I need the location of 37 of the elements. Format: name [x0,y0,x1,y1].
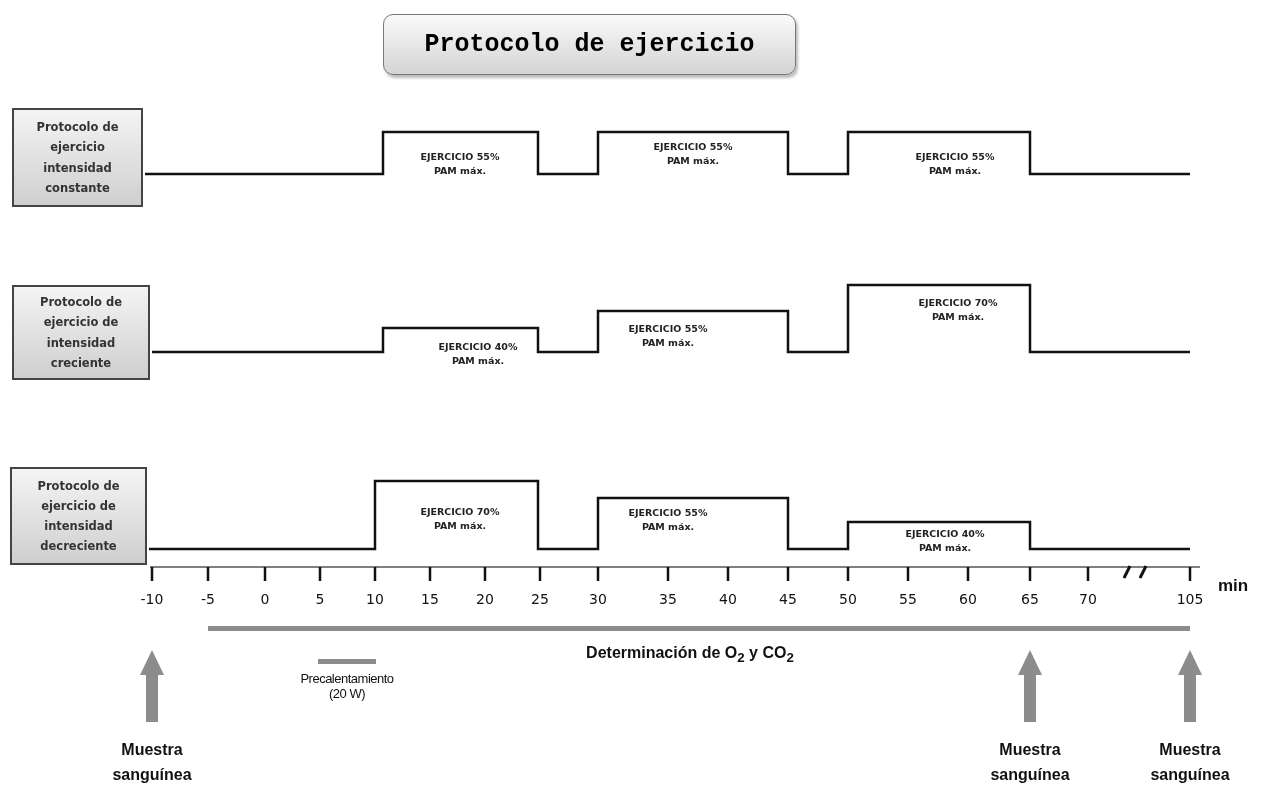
tick-label: 0 [259,591,271,607]
tick-label: 40 [718,591,738,607]
tick-label: 55 [898,591,918,607]
exercise-label: EJERCICIO 55% PAM máx. [915,150,995,178]
exercise-label: EJERCICIO 40% PAM máx. [905,527,985,555]
tick-label: 60 [958,591,978,607]
tick-label: 20 [475,591,495,607]
tick-label: 25 [530,591,550,607]
exercise-label: EJERCICIO 70% PAM máx. [918,296,998,324]
tick-label: 50 [838,591,858,607]
exercise-label: EJERCICIO 55% PAM máx. [628,506,708,534]
exercise-label: EJERCICIO 55% PAM máx. [420,150,500,178]
tick-label: 30 [588,591,608,607]
protocol-box: Protocolo de ejercicio de intensidad decreciente [10,467,147,565]
warmup-label: Precalentamiento (20 W) [299,671,395,701]
exercise-label: EJERCICIO 70% PAM máx. [420,505,500,533]
tick-label: 65 [1020,591,1040,607]
tick-label: -10 [139,591,165,607]
tick-label: 70 [1078,591,1098,607]
sample-label: Muestra sanguínea [111,740,193,785]
exercise-label: EJERCICIO 55% PAM máx. [628,322,708,350]
tick-label: 15 [420,591,440,607]
title-banner: Protocolo de ejercicio [383,14,796,75]
exercise-label: EJERCICIO 40% PAM máx. [438,340,518,368]
exercise-label: EJERCICIO 55% PAM máx. [653,140,733,168]
protocol-box: Protocolo de ejercicio de intensidad creciente [12,285,150,380]
sample-label: Muestra sanguínea [989,740,1071,785]
tick-label: -5 [200,591,216,607]
tick-label: 45 [778,591,798,607]
sample-label: Muestra sanguínea [1149,740,1231,785]
measurement-label: Determinación de O$_{2}$ y CO$_{2}$ [585,644,795,666]
unit-label: min [1218,576,1249,596]
tick-label: 10 [365,591,385,607]
tick-label: 5 [314,591,326,607]
tick-label: 35 [658,591,678,607]
protocol-box: Protocolo de ejercicio intensidad constante [12,108,143,207]
tick-label: 105 [1175,591,1205,607]
